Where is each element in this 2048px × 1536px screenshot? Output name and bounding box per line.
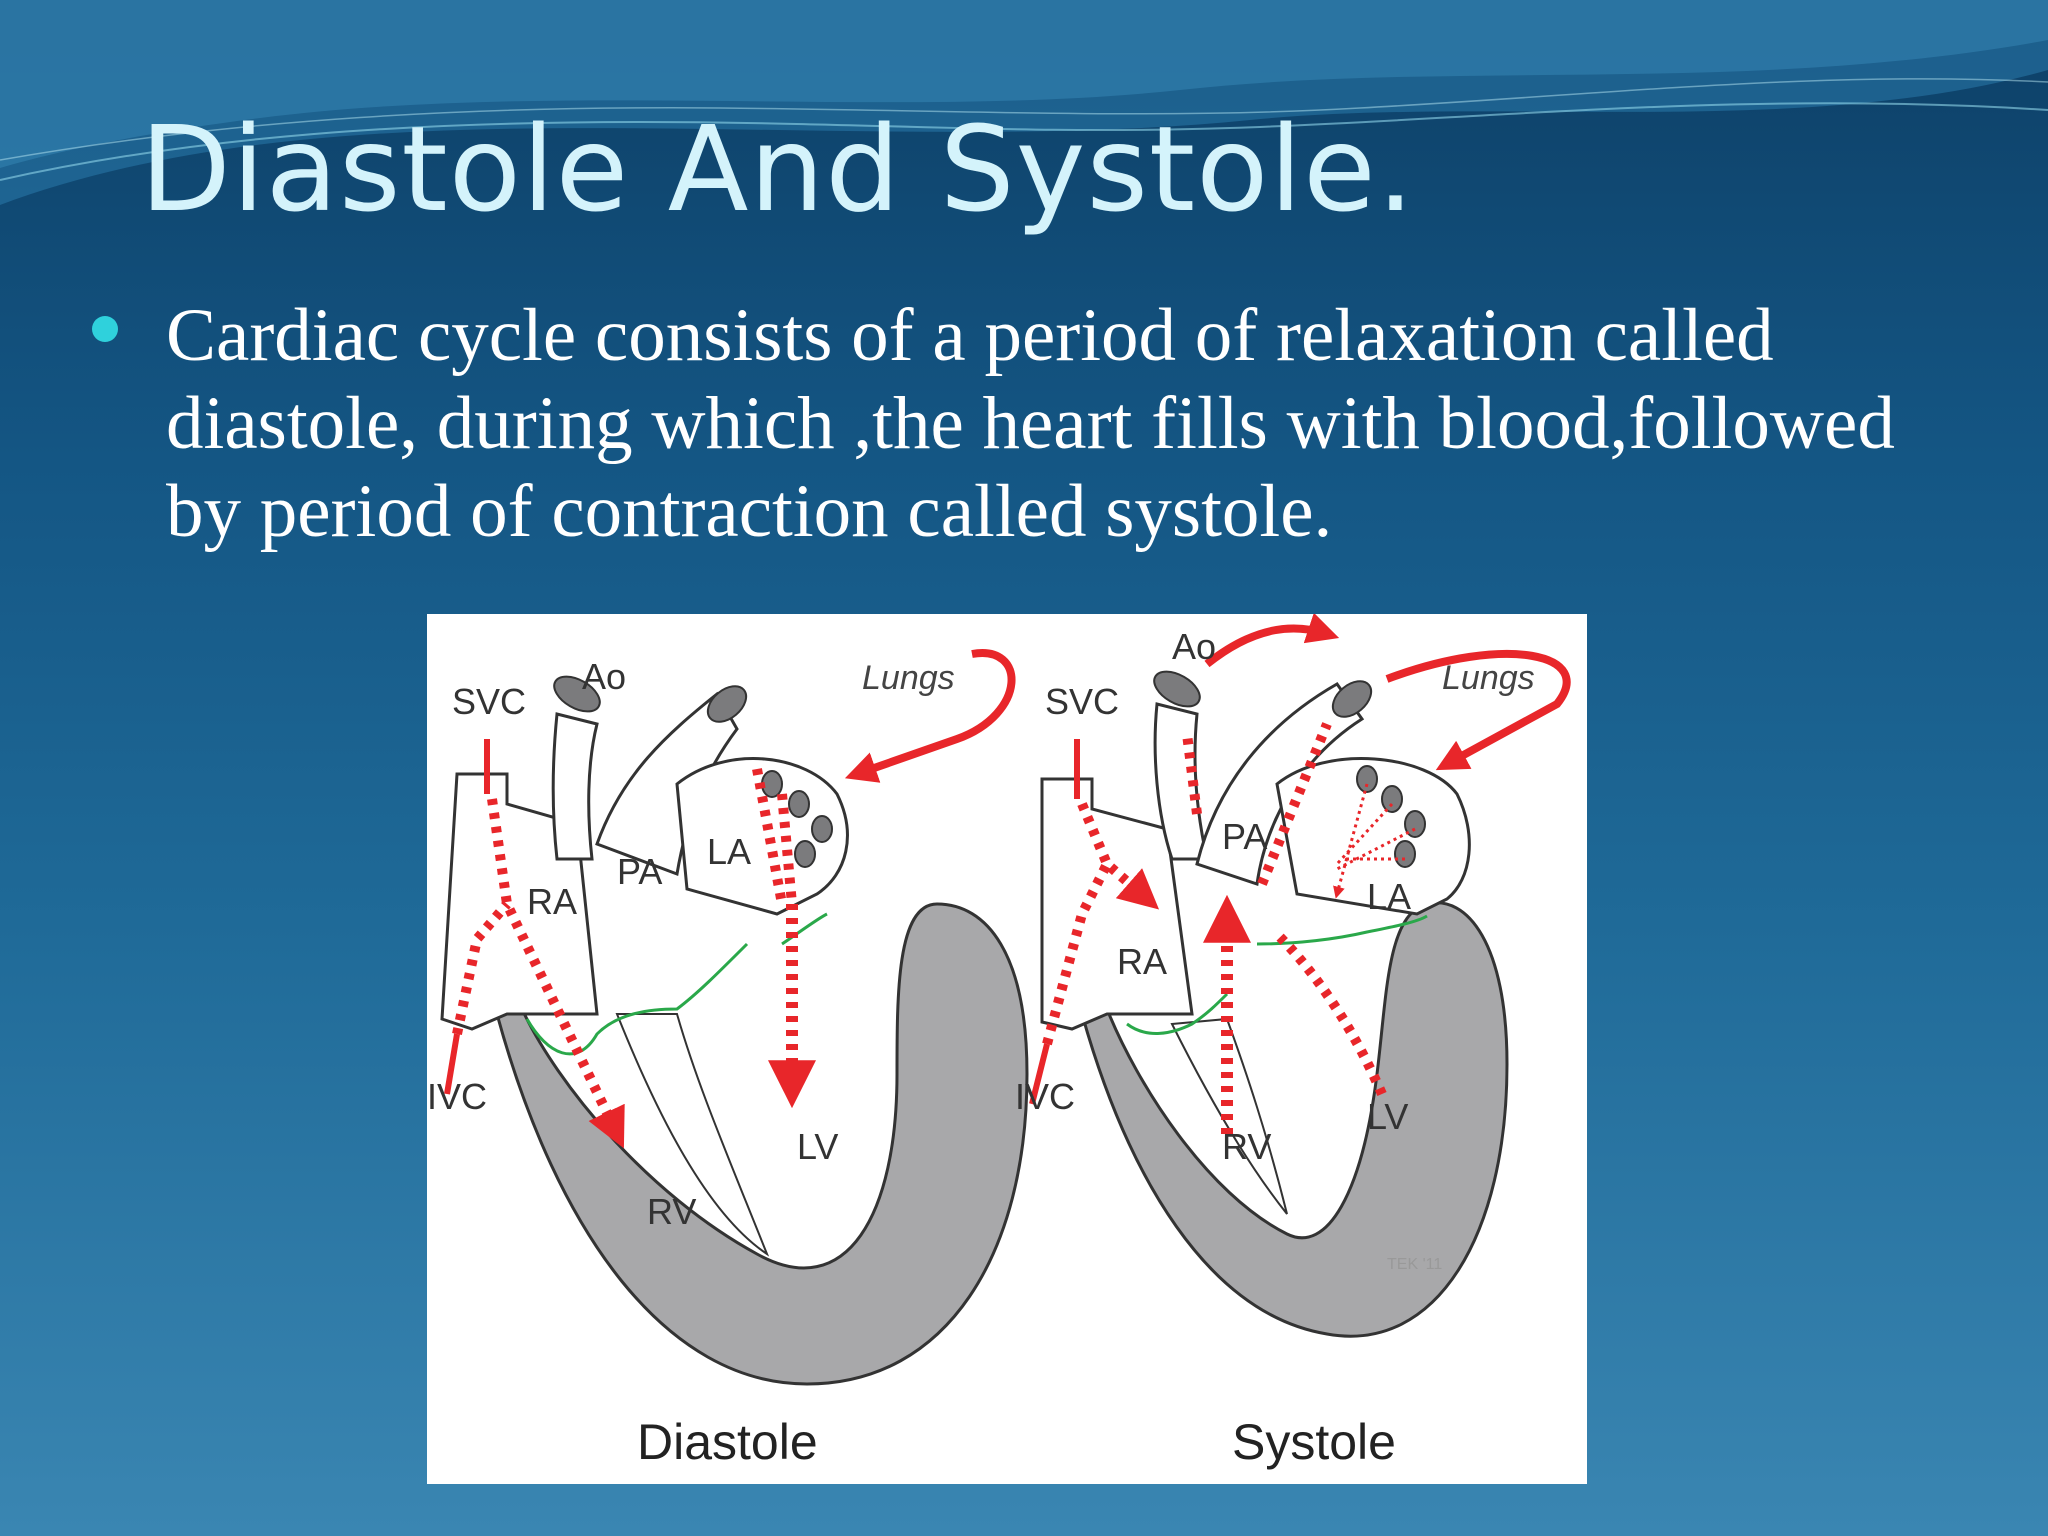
systole-caption: Systole	[1232, 1414, 1396, 1470]
diastole-label-lungs: Lungs	[862, 659, 955, 697]
systole-panel: SVC Ao Lungs RA PA LA IVC RV LV Systole …	[1015, 614, 1571, 1470]
systole-label-ra: RA	[1117, 941, 1167, 982]
diastole-aorta	[551, 712, 599, 861]
heart-diagram-figure: SVC Ao Lungs RA PA LA IVC RV LV Diastole	[427, 614, 1587, 1484]
systole-label-lungs: Lungs	[1442, 659, 1535, 697]
diastole-lungs-arrow	[844, 649, 1016, 783]
diastole-panel: SVC Ao Lungs RA PA LA IVC RV LV Diastole	[427, 649, 1029, 1470]
heart-diagram: SVC Ao Lungs RA PA LA IVC RV LV Diastole	[427, 614, 1571, 1470]
diastole-label-ivc: IVC	[427, 1076, 487, 1117]
systole-label-lv: LV	[1367, 1096, 1408, 1137]
diastole-ivc-arrow	[444, 1033, 460, 1095]
diastole-label-svc: SVC	[452, 681, 526, 722]
systole-ventricle-muscle	[1080, 901, 1509, 1338]
systole-label-ivc: IVC	[1015, 1076, 1075, 1117]
diastole-valve-lines	[525, 942, 749, 1056]
systole-label-rv: RV	[1222, 1126, 1271, 1167]
diastole-label-pa: PA	[617, 851, 662, 892]
systole-label-ao: Ao	[1172, 626, 1216, 667]
diastole-septum-gap	[615, 1013, 770, 1257]
diagram-credit: TEK '11	[1387, 1256, 1442, 1273]
diastole-label-ra: RA	[527, 881, 577, 922]
diastole-label-lv: LV	[797, 1126, 838, 1167]
systole-aorta-arrow	[1204, 614, 1340, 668]
diastole-label-rv: RV	[647, 1191, 696, 1232]
diastole-ventricle-muscle	[495, 902, 1029, 1386]
systole-label-svc: SVC	[1045, 681, 1119, 722]
systole-lungs-arrow	[1385, 650, 1571, 771]
bullet-text: Cardiac cycle consists of a period of re…	[166, 294, 1895, 553]
diastole-label-la: LA	[707, 831, 751, 872]
diastole-label-ao: Ao	[582, 656, 626, 697]
systole-lv-flow	[1273, 930, 1387, 1097]
systole-left-atrium	[1275, 757, 1471, 916]
diastole-caption: Diastole	[637, 1414, 818, 1470]
systole-label-la: LA	[1367, 876, 1411, 917]
slide-title: Diastole And Systole.	[140, 100, 1416, 238]
diastole-aorta-opening	[553, 675, 601, 713]
bullet-dot-icon	[92, 316, 118, 342]
diastole-pa-opening	[706, 685, 748, 723]
systole-label-pa: PA	[1222, 816, 1267, 857]
decorative-waves	[0, 0, 2048, 205]
